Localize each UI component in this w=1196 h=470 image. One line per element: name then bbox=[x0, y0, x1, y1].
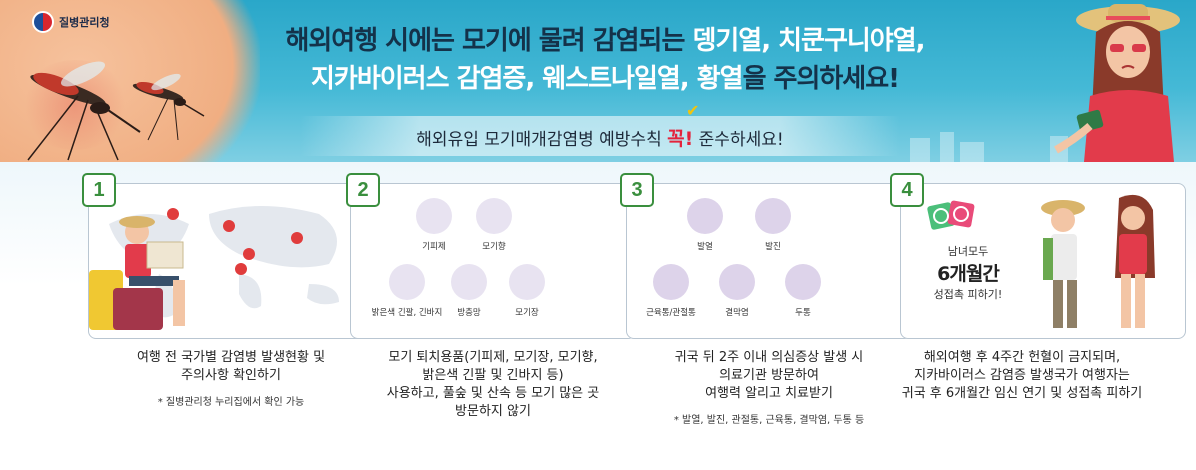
item-label: 기피제 bbox=[422, 242, 446, 252]
long-clothes-icon bbox=[389, 264, 425, 300]
conjunctivitis-face-icon bbox=[719, 264, 755, 300]
city-silhouette bbox=[910, 132, 1068, 162]
step-card-1 bbox=[88, 183, 374, 339]
symptom-label: 근육통/관절통 bbox=[646, 308, 696, 318]
title-highlight: 뎅기열, 치쿤구니야열, bbox=[692, 26, 925, 56]
item-label: 방충망 bbox=[457, 308, 481, 318]
step-card-4 bbox=[900, 183, 1186, 339]
step-1-note: * 질병관리청 누리집에서 확인 가능 bbox=[157, 397, 305, 408]
item-label: 밝은색 긴팔, 긴바지 bbox=[371, 308, 443, 318]
mosquito-net-icon bbox=[509, 264, 545, 300]
desc-line: 밝은색 긴팔 및 긴바지 등) bbox=[422, 368, 564, 383]
desc-line: 지카바이러스 감염증 발생국가 여행자는 bbox=[914, 368, 1130, 383]
traveler-couple-illustration bbox=[1041, 194, 1155, 328]
symptom-label: 발열 bbox=[697, 242, 713, 252]
desc-line: 귀국 후 6개월간 임신 연기 및 성접촉 피하기 bbox=[901, 386, 1143, 401]
desc-line: 주의사항 확인하기 bbox=[181, 368, 281, 383]
step-card-2: 기피제 모기향 밝은색 긴팔, 긴바지 방충망 모기장 bbox=[350, 183, 636, 339]
campaign-line-2: 6개월간 bbox=[937, 263, 1000, 285]
desc-line: 의료기관 방문하여 bbox=[719, 368, 819, 383]
symptom-label: 발진 bbox=[765, 242, 781, 252]
mosquito-coil-icon bbox=[476, 198, 512, 234]
step-number-badge: 2 bbox=[346, 173, 380, 207]
subtitle-bar bbox=[300, 116, 900, 156]
title-line-2: 지카바이러스 감염증, 웨스트나일열, 황열을 주의하세요! bbox=[230, 58, 980, 95]
title-line-1: 해외여행 시에는 모기에 물려 감염되는 뎅기열, 치쿤구니야열, bbox=[230, 20, 980, 57]
item-label: 모기향 bbox=[482, 242, 506, 252]
mosquito-icon bbox=[27, 61, 141, 161]
step-number-badge: 4 bbox=[890, 173, 924, 207]
campaign-line-1: 남녀모두 bbox=[947, 245, 989, 258]
desc-line: 사용하고, 풀숲 및 산속 등 모기 많은 곳 bbox=[386, 386, 600, 401]
subtitle: 해외유입 모기매개감염병 예방수칙 꼭! 준수하세요! bbox=[320, 124, 880, 151]
title-prefix: 해외여행 시에는 모기에 물려 감염되는 bbox=[285, 26, 693, 56]
step-4-description: 해외여행 후 4주간 헌혈이 금지되며, 지카바이러스 감염증 발생국가 여행자… bbox=[862, 349, 1182, 403]
check-icon: ✔ bbox=[686, 101, 700, 120]
desc-line: 귀국 뒤 2주 이내 의심증상 발생 시 bbox=[674, 350, 864, 365]
headache-face-icon bbox=[785, 264, 821, 300]
rash-face-icon bbox=[755, 198, 791, 234]
repellent-icon bbox=[416, 198, 452, 234]
desc-line: 여행력 알리고 치료받기 bbox=[705, 386, 833, 401]
gov-logo: 질병관리청 bbox=[32, 11, 110, 33]
subtitle-suffix: 준수하세요! bbox=[693, 130, 784, 150]
step-card-3: 발열 발진 근육통/관절통 결막염 두통 bbox=[626, 183, 912, 339]
step-number-badge: 3 bbox=[620, 173, 654, 207]
campaign-line-3: 성접촉 피하기! bbox=[933, 288, 1003, 301]
fever-face-icon bbox=[687, 198, 723, 234]
item-label: 모기장 bbox=[515, 308, 539, 318]
step-1-description: 여행 전 국가별 감염병 발생현황 및 주의사항 확인하기 bbox=[88, 349, 374, 385]
symptom-label: 두통 bbox=[795, 308, 811, 318]
campaign-text: 남녀모두 6개월간 성접촉 피하기! bbox=[918, 243, 1018, 302]
symptom-label: 결막염 bbox=[725, 308, 749, 318]
mosquito-icon bbox=[132, 73, 205, 141]
subtitle-emphasis: 꼭! bbox=[667, 128, 694, 150]
step-3-description: 귀국 뒤 2주 이내 의심증상 발생 시 의료기관 방문하여 여행력 알리고 치… bbox=[600, 349, 938, 403]
taegeuk-icon bbox=[32, 11, 54, 33]
desc-line: 모기 퇴치용품(기피제, 모기장, 모기향, bbox=[388, 350, 598, 365]
desc-line: 해외여행 후 4주간 헌혈이 금지되며, bbox=[923, 350, 1121, 365]
step-2-description: 모기 퇴치용품(기피제, 모기장, 모기향, 밝은색 긴팔 및 긴바지 등) 사… bbox=[324, 349, 662, 421]
title-suffix: 을 주의하세요! bbox=[742, 64, 900, 94]
org-name: 질병관리청 bbox=[59, 16, 110, 29]
desc-line: 여행 전 국가별 감염병 발생현황 및 bbox=[136, 350, 326, 365]
header-banner: 질병관리청 해외여행 시에는 모기에 물려 감염되는 뎅기열, 치쿤구니야열, … bbox=[0, 0, 1196, 162]
condom-icon bbox=[927, 200, 975, 230]
step-number-badge: 1 bbox=[82, 173, 116, 207]
desc-line: 방문하지 않기 bbox=[455, 404, 531, 419]
title-highlight: 지카바이러스 감염증, 웨스트나일열, 황열 bbox=[311, 64, 744, 94]
step-3-note: * 발열, 발진, 관절통, 근육통, 결막염, 두통 등 bbox=[673, 415, 865, 426]
window-screen-icon bbox=[451, 264, 487, 300]
joint-pain-face-icon bbox=[653, 264, 689, 300]
traveler-woman-illustration bbox=[1054, 4, 1180, 162]
world-map-illustration bbox=[89, 206, 339, 330]
subtitle-prefix: 해외유입 모기매개감염병 예방수칙 bbox=[416, 130, 668, 150]
